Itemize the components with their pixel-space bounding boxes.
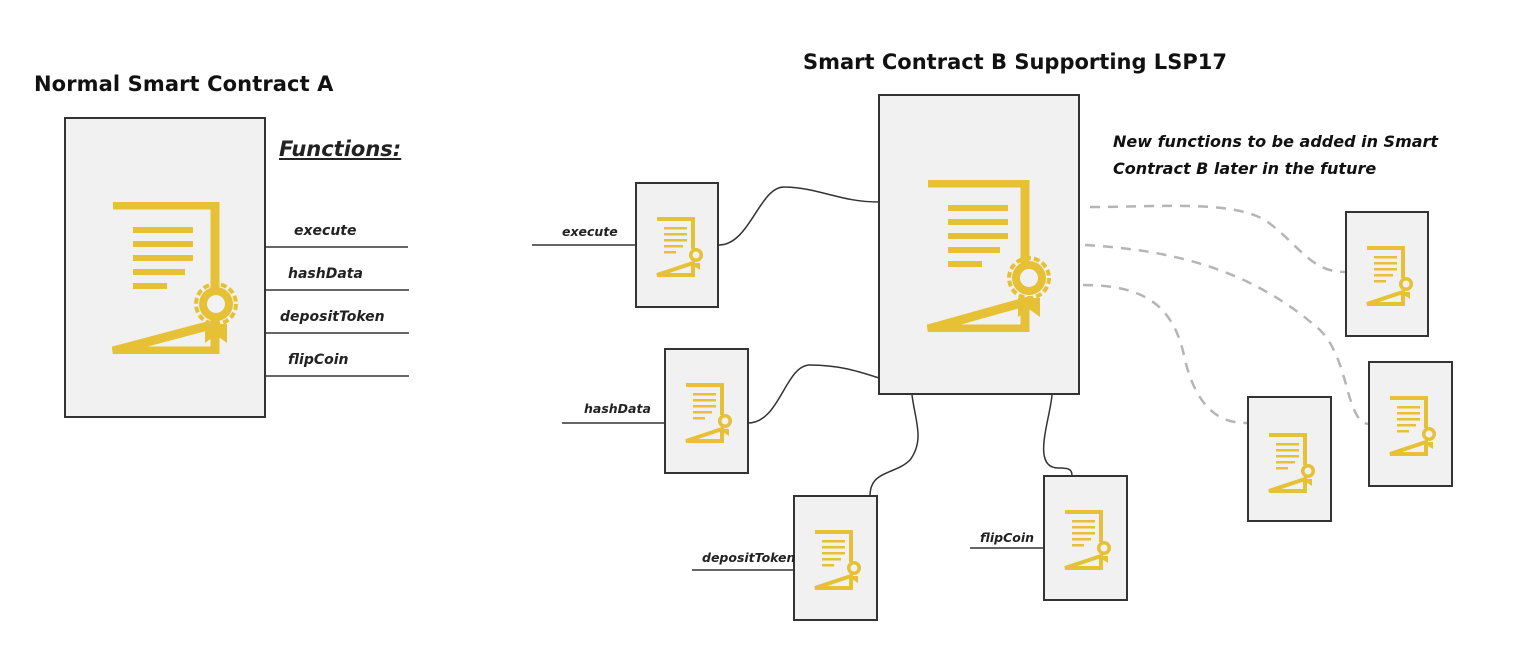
extension-box-hashdata[interactable] (664, 348, 749, 474)
certificate-icon (685, 383, 732, 443)
link-flipcoin-to-b (1042, 394, 1073, 477)
extension-label-hashdata: hashData (584, 401, 651, 416)
extension-label-deposittoken: depositToken (702, 550, 796, 565)
certificate-icon (1064, 510, 1111, 570)
contract-a-function-deposittoken: depositToken (280, 309, 385, 325)
contract-a-function-execute: execute (294, 223, 357, 239)
certificate-icon (1268, 433, 1315, 493)
future-functions-note: New functions to be added in Smart Contr… (1113, 132, 1439, 178)
contract-a-box[interactable] (64, 117, 266, 418)
link-execute-to-b (718, 186, 880, 246)
future-link-3 (1082, 283, 1249, 425)
certificate-icon (1366, 246, 1413, 306)
future-link-2 (1084, 243, 1369, 426)
contract-a-function-flipcoin: flipCoin (288, 352, 349, 368)
contract-b-title: Smart Contract B Supporting LSP17 (803, 50, 1227, 74)
extension-label-flipcoin: flipCoin (980, 530, 1035, 545)
future-extension-box-2[interactable] (1368, 361, 1453, 487)
certificate-icon (111, 202, 238, 354)
extension-box-deposittoken[interactable] (793, 495, 878, 621)
future-link-1 (1089, 204, 1346, 274)
extension-box-execute[interactable] (635, 182, 719, 308)
functions-heading: Functions: (279, 137, 402, 161)
future-extension-box-1[interactable] (1345, 211, 1429, 337)
certificate-icon (814, 530, 861, 590)
certificate-icon (1389, 396, 1436, 456)
certificate-icon (926, 180, 1051, 332)
future-extension-box-3[interactable] (1247, 396, 1332, 522)
extension-box-flipcoin[interactable] (1043, 475, 1128, 601)
certificate-icon (656, 217, 703, 277)
contract-a-title: Normal Smart Contract A (34, 72, 334, 96)
link-deposittoken-to-b (869, 394, 919, 497)
contract-b-box[interactable] (878, 94, 1080, 395)
extension-label-execute: execute (562, 224, 618, 239)
link-hashdata-to-b (747, 364, 880, 424)
contract-a-function-hashdata: hashData (288, 266, 363, 282)
